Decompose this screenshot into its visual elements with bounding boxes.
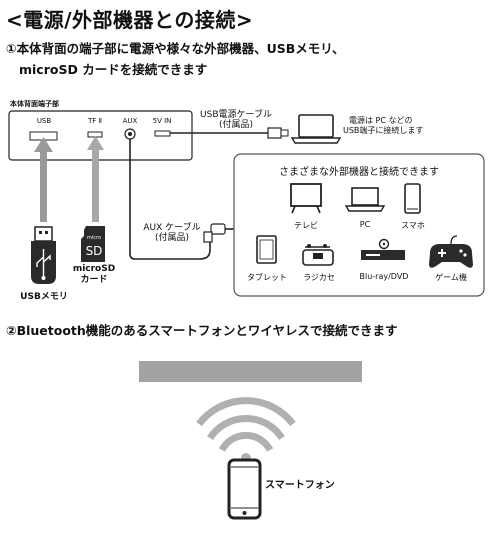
microsd-label: microSD カード — [68, 264, 120, 286]
aux-cable-label-line2: (付属品) — [154, 233, 190, 243]
section1-line1: ①本体背面の端子部に電源や様々な外部機器、USBメモリ、 — [6, 41, 345, 56]
bottom-smartphone-icon — [227, 458, 262, 520]
power-port-icon — [154, 130, 171, 137]
soundbar — [139, 361, 362, 382]
microsd-card-top-text: micro — [87, 235, 101, 241]
device-label-bluray: Blu-ray/DVD — [359, 272, 409, 281]
device-label-pc: PC — [359, 220, 371, 229]
wireless-icon — [196, 397, 296, 452]
aux-cable-label: AUX ケーブル (付属品) — [137, 223, 207, 243]
device-label-radio: ラジカセ — [303, 273, 335, 282]
smartphone-icon — [404, 183, 421, 214]
port-label-usb: USB — [36, 117, 52, 125]
device-label-tv: テレビ — [294, 221, 318, 230]
aux-cable-label-line1: AUX ケーブル — [143, 223, 201, 233]
usb-power-plug-icon — [267, 127, 289, 139]
usb-cable-label: USB電源ケーブル (付属品) — [195, 110, 277, 130]
usb-arrow-icon — [34, 137, 53, 152]
microsd-label-line1: microSD — [72, 264, 116, 274]
usb-memory-label: USBメモリ — [20, 292, 68, 302]
port-label-tf: TF Ⅱ — [88, 117, 102, 125]
port-label-5vin: 5V IN — [152, 117, 172, 125]
laptop-icon — [290, 114, 342, 144]
aux-plug-icon — [203, 223, 238, 243]
usb-cable-label-line2: (付属品) — [218, 120, 254, 130]
tf-arrow-icon — [87, 136, 104, 150]
tablet-icon — [256, 235, 277, 264]
power-note-line2: USB端子に接続します — [343, 126, 424, 135]
power-note-line1: 電源は PC などの — [349, 116, 413, 125]
radio-cassette-icon — [302, 244, 334, 266]
devices-box-title: さまざまな外部機器と接続できます — [279, 167, 439, 178]
microsd-label-line2: カード — [80, 275, 108, 285]
tf-port-icon — [87, 131, 103, 138]
game-controller-icon — [429, 235, 473, 268]
panel-label: 本体背面端子部 — [10, 100, 59, 108]
device-label-game: ゲーム機 — [435, 273, 467, 282]
pc-icon — [344, 187, 386, 212]
usb-memory-icon — [31, 226, 56, 284]
usb-cable-label-line1: USB電源ケーブル — [200, 110, 272, 120]
bluray-dvd-icon — [361, 238, 405, 260]
phone-label: スマートフォン — [265, 480, 335, 491]
microsd-card-icon: micro SD — [81, 226, 105, 262]
tv-icon — [290, 183, 322, 214]
section1-heading: ①本体背面の端子部に電源や様々な外部機器、USBメモリ、 microSD カード… — [6, 38, 345, 80]
device-label-smartphone: スマホ — [401, 221, 425, 230]
port-label-aux: AUX — [122, 117, 138, 125]
page-title: <電源/外部機器との接続> — [6, 8, 254, 32]
section1-line2: microSD カードを接続できます — [19, 62, 208, 77]
power-note: 電源は PC などの USB端子に接続します — [343, 116, 423, 136]
section2-heading: ②Bluetooth機能のあるスマートフォンとワイヤレスで接続できます — [6, 323, 398, 338]
microsd-card-main-text: SD — [86, 244, 103, 258]
device-label-tablet: タブレット — [247, 273, 287, 282]
